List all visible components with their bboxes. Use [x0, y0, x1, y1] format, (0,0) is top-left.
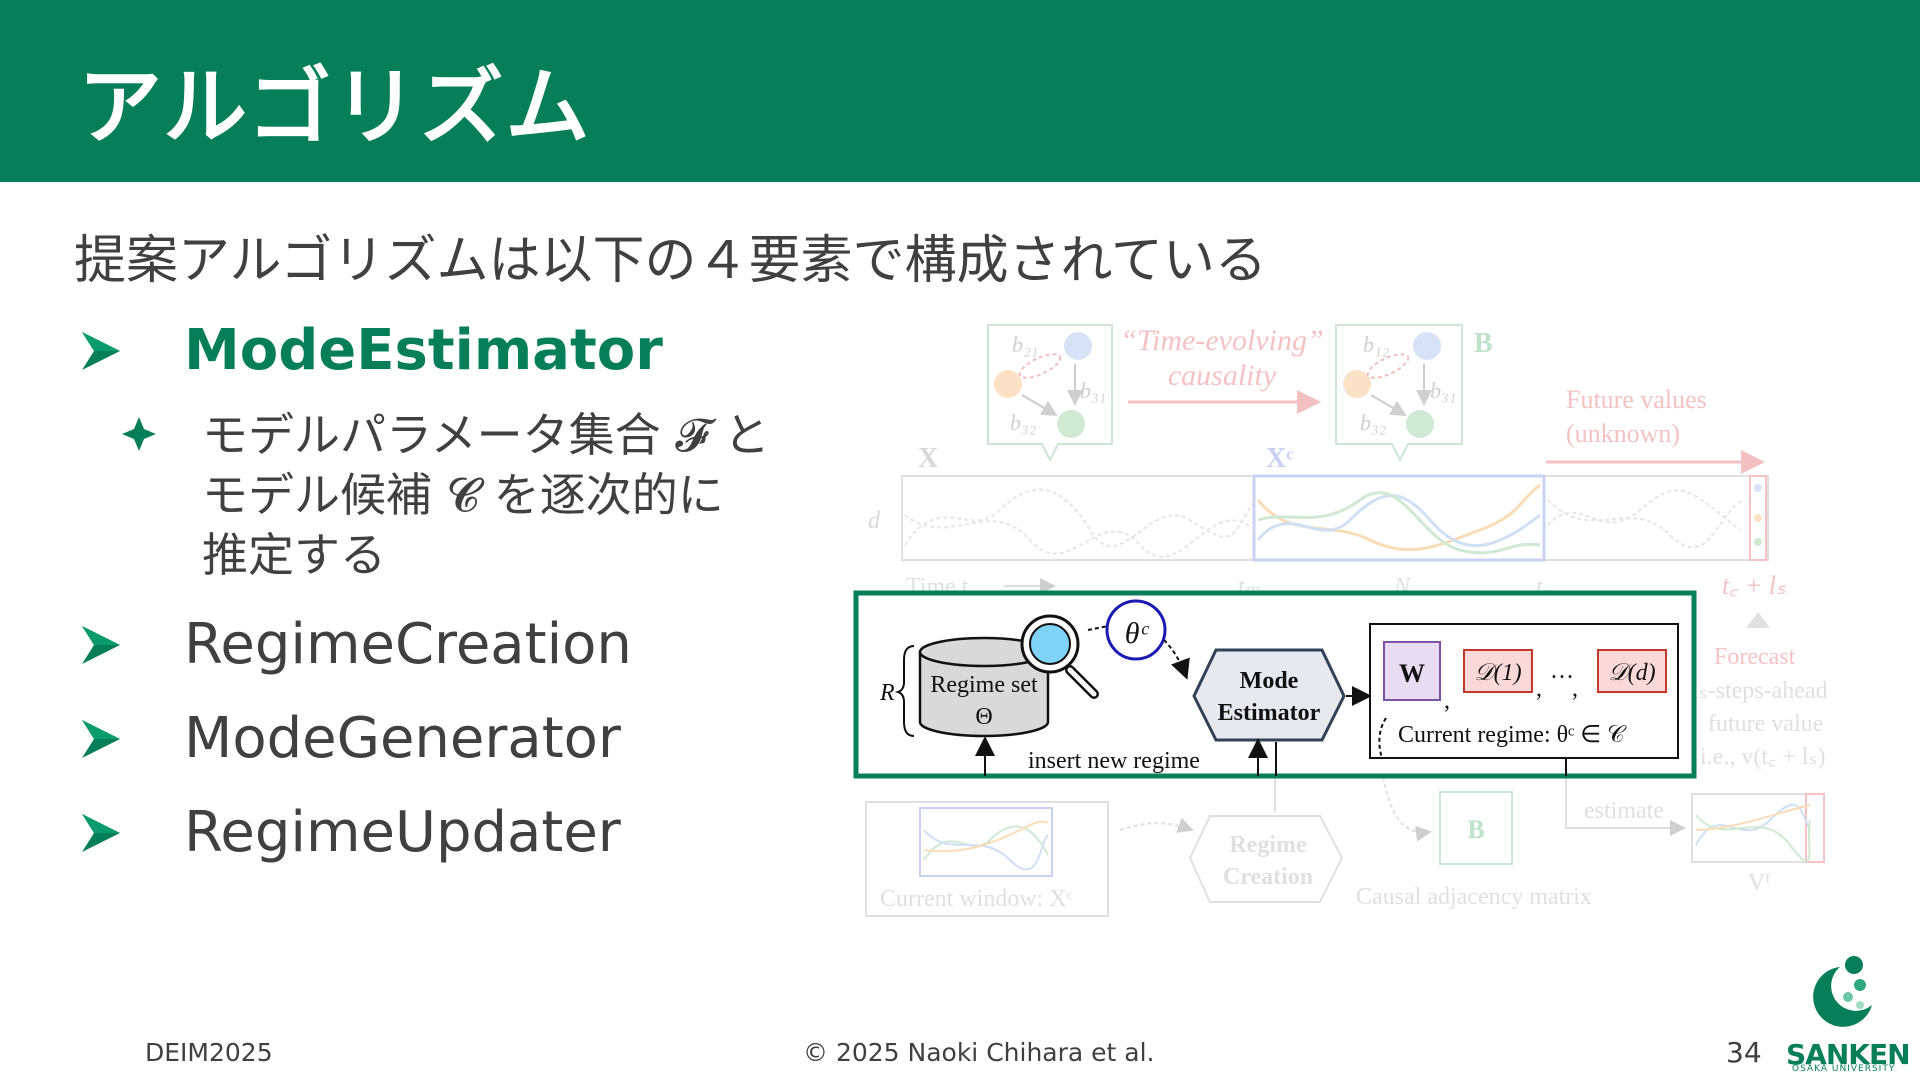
comma-3: , — [1572, 676, 1578, 702]
sub-bullet-line-3: 推定する — [202, 528, 386, 582]
magnifier-icon — [1020, 614, 1099, 699]
sub-bullet: モデルパラメータ集合 𝓕 と モデル候補 𝓒 を逐次的に 推定する — [120, 405, 770, 585]
diamond-bullet-icon — [122, 417, 156, 451]
Dd-label: 𝒟(d) — [1608, 660, 1655, 686]
logo-subtext: OSAKA UNIVERSITY — [1792, 1064, 1896, 1074]
label-R: R — [879, 680, 895, 706]
slide-header: アルゴリズム — [0, 0, 1920, 182]
logo-text: SANKEN — [1786, 1038, 1911, 1071]
forecast-label: Forecast — [1714, 644, 1796, 670]
label-b32: b₃₂ — [1010, 410, 1037, 435]
future-label-line-1: Future values — [1566, 385, 1707, 414]
label-b12: b₁₂ — [1363, 332, 1390, 357]
footer-copyright: © 2025 Naoki Chihara et al. — [803, 1038, 1155, 1067]
arrowhead-bullet-icon — [82, 625, 120, 664]
bullet-label: ModeGenerator — [184, 706, 621, 771]
mode-estimator-line-1: Mode — [1240, 668, 1299, 694]
bullet-regime-creation: RegimeCreation — [78, 612, 632, 677]
causal-matrix-label: Causal adjacency matrix — [1356, 884, 1592, 910]
label-B-box: B — [1467, 815, 1484, 844]
regime-creation-line-2: Creation — [1223, 864, 1313, 890]
forecast-line-3: future value — [1708, 711, 1823, 737]
insert-new-regime-label: insert new regime — [1028, 748, 1200, 774]
bullet-label: RegimeUpdater — [184, 800, 621, 865]
bullet-mode-generator: ModeGenerator — [78, 706, 621, 771]
causal-graph-bubble-1: b₂₁ b₃₁ b₃₂ — [987, 324, 1113, 463]
slide-title: アルゴリズム — [78, 58, 592, 156]
label-b32b: b₃₂ — [1360, 410, 1387, 435]
page-number: 34 — [1726, 1036, 1762, 1069]
arrowhead-bullet-icon — [82, 331, 120, 370]
label-X: X — [918, 443, 938, 474]
estimate-label: estimate — [1584, 798, 1664, 824]
footer-conference: DEIM2025 — [145, 1038, 273, 1067]
label-B-top: B — [1474, 328, 1493, 359]
bullet-mode-estimator: ModeEstimator — [78, 318, 663, 383]
mode-estimator-highlight: R Regime set Θ θᶜ Mode Estimator W , — [853, 590, 1697, 779]
slide-subtitle: 提案アルゴリズムは以下の４要素で構成されている — [74, 231, 1267, 291]
sanken-logo-icon — [1813, 956, 1872, 1027]
bullet-label: RegimeCreation — [184, 612, 632, 677]
arrowhead-bullet-icon — [82, 719, 120, 758]
current-regime-label: Current regime: θᶜ ∈ 𝒞 — [1398, 722, 1627, 748]
sub-bullet-line-2: モデル候補 𝓒 を逐次的に — [202, 468, 724, 522]
theta-c-label: θᶜ — [1125, 617, 1150, 650]
W-label: W — [1399, 659, 1425, 688]
label-b21: b₂₁ — [1012, 332, 1038, 357]
label-d: d — [868, 508, 881, 534]
label-b31: b₃₁ — [1080, 378, 1106, 403]
regime-creation-line-1: Regime — [1229, 832, 1307, 858]
future-label-line-2: (unknown) — [1566, 419, 1680, 448]
tick-tc-ls: t꜀ + lₛ — [1722, 571, 1786, 600]
forecast-line-4: i.e., v(t꜀ + lₛ) — [1700, 744, 1825, 770]
regime-set-database-icon — [918, 636, 1050, 738]
comma-1: , — [1444, 688, 1450, 714]
ellipsis-label: … — [1550, 658, 1574, 684]
bullet-regime-updater: RegimeUpdater — [78, 800, 621, 865]
sub-bullet-line-1: モデルパラメータ集合 𝓕 と — [202, 408, 770, 462]
comma-2: , — [1536, 676, 1542, 702]
label-b31b: b₃₁ — [1430, 378, 1456, 403]
causality-label-line-2: causality — [1168, 359, 1277, 392]
D1-label: 𝒟(1) — [1474, 660, 1521, 686]
arrowhead-bullet-icon — [82, 813, 120, 852]
regime-set-line-2: Θ — [975, 704, 992, 730]
label-Xc: Xᶜ — [1266, 443, 1293, 474]
forecast-line-2: lₛ-steps-ahead — [1692, 678, 1828, 704]
mode-estimator-line-2: Estimator — [1218, 700, 1321, 726]
regime-set-line-1: Regime set — [930, 672, 1038, 698]
vf-label: Vᶠ — [1748, 870, 1770, 896]
current-window-label: Current window: Xᶜ — [880, 886, 1073, 912]
bullet-label: ModeEstimator — [184, 318, 663, 383]
causality-label-line-1: “Time-evolving” — [1120, 324, 1323, 357]
causal-graph-bubble-2: b₁₂ b₃₁ b₃₂ — [1335, 324, 1463, 463]
